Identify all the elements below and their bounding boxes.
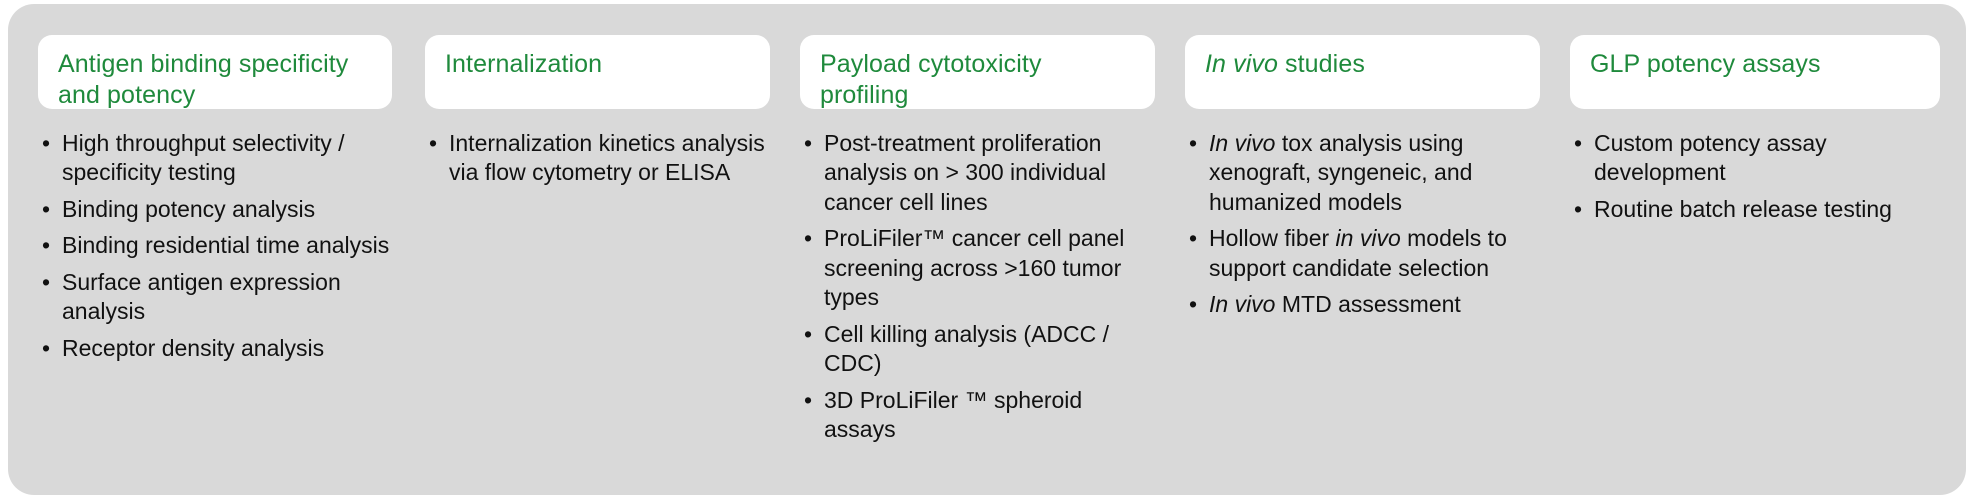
bullet-item: • Custom potency assay development [1570,129,1940,188]
bullet-item: • Post-treatment proliferation analysis o… [800,129,1155,217]
bullet-dot-icon: • [1189,130,1198,156]
bullet-dot-icon: • [42,232,51,259]
header-card-internalization[interactable]: Internalization [425,35,770,109]
bullet-item: • Binding potency analysis [38,195,392,224]
bullet-dot-icon: • [1574,195,1583,222]
bullet-item: • Binding residential time analysis [38,231,392,260]
bullet-item: • High throughput selectivity / specifici… [38,129,392,188]
bullet-item: • Internalization kinetics analysis via f… [425,129,770,188]
bullet-dot-icon: • [42,130,51,156]
column-in-vivo-studies: In vivo studies • In vivo tox analysis usi… [1185,35,1540,327]
bullet-item: • In vivo tox analysis using xenograft, s… [1185,129,1540,217]
bullet-text: Cell killing analysis (ADCC / CDC) [824,320,1110,377]
bullet-text: Internalization kinetics analysis via fl… [449,130,765,186]
bullet-dot-icon: • [1189,291,1198,318]
bullet-text: 3D ProLiFiler ™ spheroid assays [824,386,1083,442]
bullet-item: • Routine batch release testing [1570,195,1940,224]
bullet-text: Routine batch release testing [1594,195,1892,222]
column-title: Internalization [445,50,603,78]
bullet-dot-icon: • [429,130,438,156]
bullet-text: Post-treatment proliferation analysis on… [824,130,1106,215]
bullet-text: ProLiFiler™ cancer cell panel screening … [824,225,1125,311]
bullet-item: • Hollow fiber in vivo models to support … [1185,224,1540,283]
bullet-text: Binding residential time analysis [62,232,390,259]
bullet-text: Receptor density analysis [62,334,325,361]
bullet-item: • 3D ProLiFiler ™ spheroid assays [800,386,1155,445]
bullet-text: High throughput selectivity / specificit… [62,130,345,186]
bullet-dot-icon: • [804,320,813,347]
bullet-dot-icon: • [42,334,51,361]
bullet-list: • Internalization kinetics analysis via f… [425,129,770,188]
bullet-text: Hollow fiber in vivo models to support c… [1209,225,1507,281]
bullet-text: In vivo tox analysis using xenograft, sy… [1209,130,1473,215]
column-internalization: Internalization • Internalization kinetics… [425,35,770,195]
bullet-list: • Custom potency assay development • Routin… [1570,129,1940,224]
bullet-text: Surface antigen expression analysis [62,268,341,325]
bullet-dot-icon: • [804,130,813,156]
column-title: GLP potency assays [1590,50,1821,78]
bullet-text: In vivo MTD assessment [1209,291,1461,318]
bullet-item: • In vivo MTD assessment [1185,290,1540,319]
bullet-text: Binding potency analysis [62,195,316,222]
bullet-dot-icon: • [42,195,51,222]
column-glp-potency-assays: GLP potency assays • Custom potency assay … [1570,35,1940,231]
bullet-list: • In vivo tox analysis using xenograft, s… [1185,129,1540,320]
header-card-glp-potency-assays[interactable]: GLP potency assays [1570,35,1940,109]
bullet-item: • Receptor density analysis [38,334,392,363]
bullet-dot-icon: • [804,225,813,252]
bullet-item: • Cell killing analysis (ADCC / CDC) [800,320,1155,379]
bullet-dot-icon: • [804,386,813,413]
bullet-item: • ProLiFiler™ cancer cell panel screening… [800,224,1155,312]
column-title: In vivo studies [1205,50,1365,78]
bullet-list: • High throughput selectivity / specifici… [38,129,392,363]
bullet-dot-icon: • [1189,225,1198,252]
header-card-in-vivo-studies[interactable]: In vivo studies [1185,35,1540,109]
bullet-list: • Post-treatment proliferation analysis o… [800,129,1155,444]
bullet-item: • Surface antigen expression analysis [38,268,392,327]
bullet-dot-icon: • [42,268,51,295]
bullet-dot-icon: • [1574,130,1583,156]
bullet-text: Custom potency assay development [1594,130,1827,186]
